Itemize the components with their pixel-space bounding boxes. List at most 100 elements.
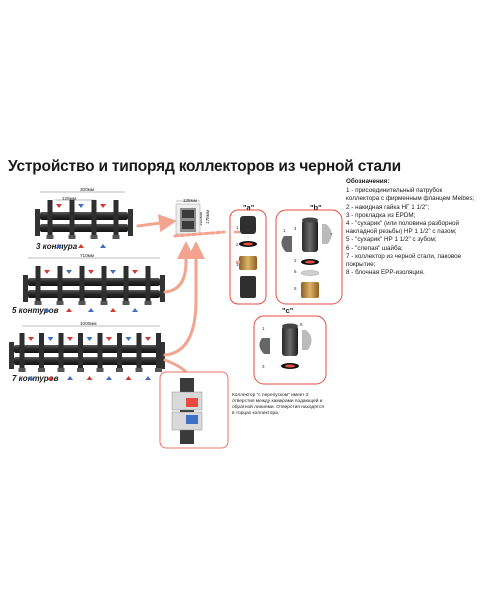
- part-number-label: 2: [236, 242, 239, 247]
- legend: Обозначения: 1 - присоединительный патру…: [346, 178, 476, 277]
- flow-triangle: [78, 244, 84, 248]
- flow-triangle: [110, 270, 116, 274]
- flow-triangle: [88, 308, 94, 312]
- manifold-port: [156, 333, 161, 371]
- manifold-port: [113, 200, 119, 238]
- manifold-7: [9, 342, 165, 369]
- legend-item-5: 5 - "сухарик" НР 1 1/2" с зубом;: [346, 236, 437, 244]
- part-number-label: 7: [330, 232, 333, 237]
- flow-triangle: [67, 337, 73, 341]
- detail-c: [253, 315, 327, 385]
- manifold-port: [35, 266, 41, 304]
- port-cap: [38, 368, 45, 372]
- port-cap: [18, 368, 26, 372]
- manifold-3-label: 3 контура: [36, 242, 78, 251]
- manifold-port: [19, 333, 25, 371]
- flow-triangle: [106, 337, 112, 341]
- part-number-label: 6: [294, 269, 297, 274]
- detail-a: [229, 209, 267, 305]
- flow-triangle: [125, 337, 132, 341]
- manifold-5: [23, 275, 165, 302]
- connection-arrows: [136, 214, 226, 380]
- manifold-5-label: 5 контуров: [12, 306, 59, 315]
- port-cap: [122, 301, 130, 305]
- flow-triangle: [78, 204, 84, 208]
- dim-125: 125мм: [62, 196, 76, 201]
- part-number-label: 5: [294, 286, 297, 291]
- port-cap: [155, 368, 162, 372]
- port-cap: [57, 368, 65, 372]
- flow-triangle: [132, 270, 138, 274]
- flow-triangle: [86, 337, 93, 341]
- callout-c-label: "c": [282, 306, 294, 315]
- part-number-label: 1: [236, 225, 239, 230]
- port-cap: [90, 235, 98, 239]
- port-cap: [56, 301, 64, 305]
- part-number-label: 4: [294, 226, 297, 231]
- manifold-port: [47, 200, 53, 238]
- flow-triangle: [47, 376, 54, 380]
- flow-triangle: [67, 376, 73, 380]
- flow-triangle: [28, 337, 34, 341]
- manifold-port: [117, 333, 122, 371]
- port-cap: [100, 301, 108, 305]
- dimension-lines: [22, 191, 160, 327]
- legend-item-6: 6 - "слепая" шайба;: [346, 244, 403, 252]
- legend-item-2: 2 - накидная гайка НГ 1 1/2";: [346, 203, 430, 211]
- port-cap: [78, 301, 86, 305]
- legend-item-3: 3 - прокладка из EPDM;: [346, 211, 416, 219]
- port-cap: [144, 301, 152, 305]
- flow-triangle: [132, 308, 138, 312]
- bypass-note: Коллектор "с перепуском" имеет 2 отверст…: [232, 393, 324, 416]
- dim-1000: 1000мм: [80, 321, 97, 326]
- manifold-7-label: 7 контуров: [12, 374, 59, 383]
- flow-triangle: [88, 270, 94, 274]
- port-cap: [34, 301, 42, 305]
- manifold-port: [145, 266, 151, 304]
- manifold-port: [58, 333, 64, 371]
- port-cap: [77, 368, 84, 372]
- manifold-port: [39, 333, 44, 371]
- manifold-port: [91, 200, 97, 238]
- dim-300: 300мм: [80, 187, 94, 192]
- part-number-label: 2: [294, 258, 297, 263]
- dim-135: 135мм: [183, 198, 197, 203]
- page-title: Устройство и типоряд коллекторов из черн…: [8, 158, 401, 175]
- bypass-cutaway: [159, 371, 229, 449]
- detail-b: [275, 209, 343, 305]
- port-cap: [135, 368, 143, 372]
- legend-heading: Обозначения:: [346, 178, 390, 185]
- flow-triangle: [56, 244, 62, 248]
- part-number-label: 3: [262, 364, 265, 369]
- port-cap: [96, 368, 104, 372]
- flow-triangle: [28, 376, 34, 380]
- port-cap: [116, 368, 123, 372]
- flow-triangle: [110, 308, 116, 312]
- manifold-port: [97, 333, 103, 371]
- part-number-label: 1: [262, 326, 265, 331]
- flow-triangle: [66, 270, 72, 274]
- port-cap: [46, 235, 54, 239]
- flow-triangle: [145, 376, 151, 380]
- flow-triangle: [66, 308, 72, 312]
- flow-triangle: [44, 270, 50, 274]
- flow-triangle: [106, 376, 112, 380]
- flow-triangle: [47, 337, 54, 341]
- legend-item-7: 7 - коллектор из черной стали, лаковое п…: [346, 252, 462, 269]
- legend-item-1: 1 - присоединительный патрубок коллектор…: [346, 187, 475, 203]
- flow-triangle: [125, 376, 132, 380]
- port-cap: [68, 235, 76, 239]
- manifold-port: [57, 266, 63, 304]
- flow-triangle: [56, 204, 62, 208]
- manifold-port: [123, 266, 129, 304]
- manifold-port: [79, 266, 85, 304]
- flow-triangle: [86, 376, 93, 380]
- manifold-port: [69, 200, 75, 238]
- manifold-port: [101, 266, 107, 304]
- part-number-label: 1: [283, 228, 286, 233]
- manifold-side-view: [175, 200, 201, 235]
- part-number-label: 3: [236, 262, 239, 267]
- flow-triangle: [100, 204, 106, 208]
- legend-item-8: 8 - блочная EPP-изоляция.: [346, 269, 425, 277]
